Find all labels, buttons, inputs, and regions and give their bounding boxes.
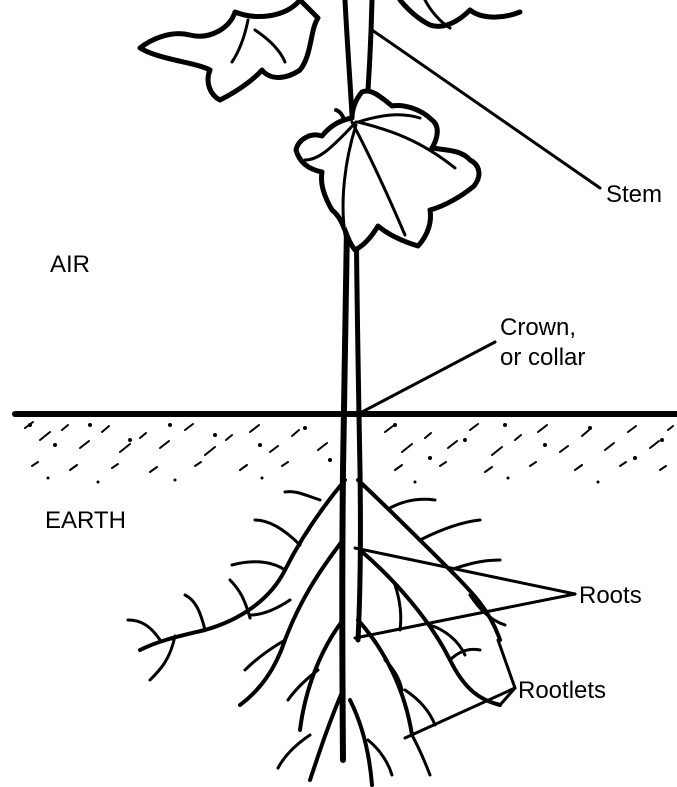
lower-leaf: [296, 91, 479, 250]
rootlets-leader-line-3: [405, 688, 515, 738]
air-label: AIR: [50, 250, 90, 280]
soil-texture: [25, 422, 673, 472]
upper-leaves: [140, 0, 520, 100]
roots-label: Roots: [579, 581, 642, 611]
roots-leader-line-2: [355, 594, 575, 638]
rootlets-label: Rootlets: [518, 676, 606, 706]
rootlets-leader-line-1: [498, 640, 515, 688]
stem-label: Stem: [606, 180, 662, 210]
crown-leader-line: [362, 342, 495, 412]
roots: [128, 480, 505, 785]
crown-label-line2: or collar: [500, 343, 585, 373]
crown-label: Crown, or collar: [500, 313, 585, 373]
crown-label-line1: Crown,: [500, 314, 576, 341]
earth-label: EARTH: [45, 506, 126, 536]
